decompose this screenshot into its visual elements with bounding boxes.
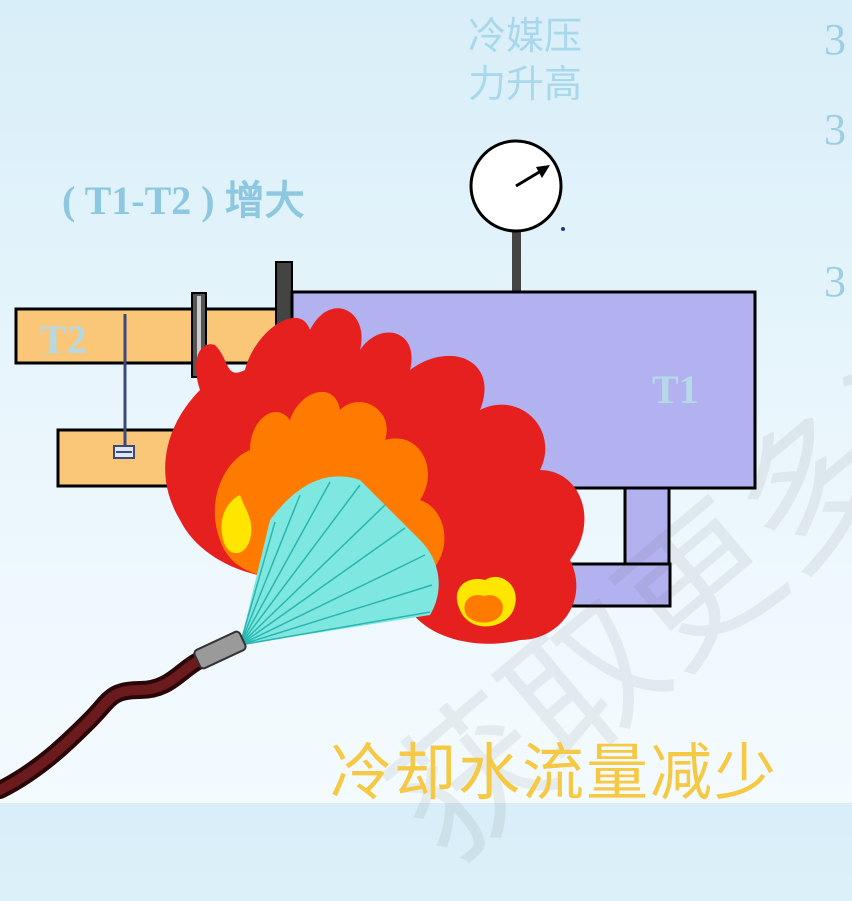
margin-number-3: 3 bbox=[824, 257, 846, 306]
vessel-outlet bbox=[623, 486, 671, 570]
temperature-difference-label: ( T1-T2 ) 增大 bbox=[62, 178, 305, 223]
thermometer-icon bbox=[113, 314, 135, 459]
pressure-gauge-icon bbox=[469, 139, 565, 292]
margin-number-1: 3 bbox=[824, 15, 846, 64]
pressure-rise-label: 冷媒压 力升高 bbox=[467, 14, 582, 106]
hose-icon bbox=[0, 630, 247, 799]
pipe-upper bbox=[14, 307, 282, 365]
diagram-canvas bbox=[0, 139, 757, 799]
t1-label: T1 bbox=[652, 367, 699, 412]
water-spray-icon bbox=[239, 476, 439, 646]
t2-label: T2 bbox=[40, 317, 87, 362]
caption-text: 冷却水流量减少 bbox=[330, 736, 779, 809]
margin-number-2: 3 bbox=[824, 105, 846, 154]
